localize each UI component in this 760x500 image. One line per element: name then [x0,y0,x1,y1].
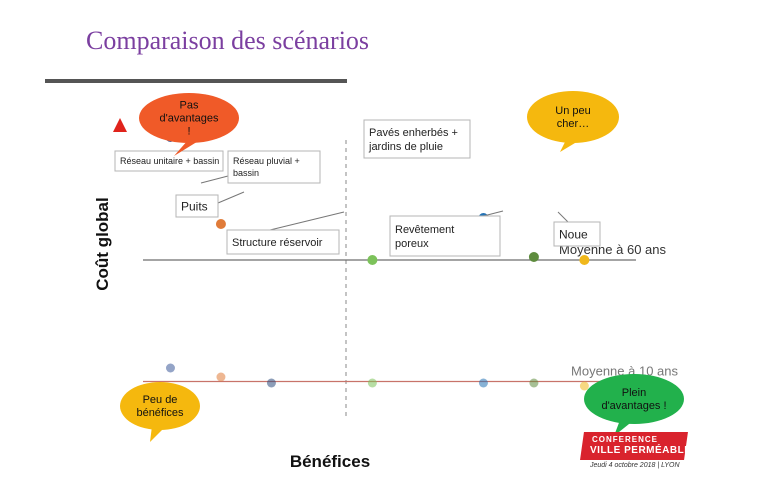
point-60-6 [579,255,590,265]
label-text-1-0: Réseau pluvial + [233,156,300,166]
point-10-0 [165,363,175,373]
point-10-2 [266,378,276,388]
logo-date: Jeudi 4 octobre 2018 | LYON [590,462,680,469]
y-axis-label: Coût global [93,197,112,290]
callout-bubble-0 [139,93,239,143]
callout-tail-1 [560,140,580,152]
slide-title: Comparaison des scénarios [86,26,370,55]
callout-text-0-0: Pas [180,100,199,112]
callout-text-2-0: Peu de [143,394,178,406]
point-60-5 [528,252,539,262]
title-underline [45,79,347,83]
callout-bubble-2 [120,382,200,430]
label-box-1 [227,150,321,184]
callout-text-2-1: bénéfices [136,407,184,419]
label-leader-3 [269,211,345,231]
point-10-5 [529,378,539,388]
label-leader-2 [217,191,245,204]
label-box-2 [175,194,219,218]
callout-bubble-3 [584,374,684,424]
point-10-1 [216,372,226,382]
callout-text-0-2: ! [187,126,190,138]
label-text-0-0: Réseau unitaire + bassin [120,156,219,166]
label-text-6-0: Noue [559,228,588,242]
label-text-2-0: Puits [181,200,208,214]
label-leader-6 [557,211,569,223]
y-axis-arrowhead [113,118,127,132]
label-text-1-1: bassin [233,168,259,178]
label-box-5 [389,215,501,257]
label-box-3 [226,229,340,255]
label-box-4 [363,119,471,159]
point-60-3 [367,255,378,265]
callout-text-3-0: Plein [622,387,646,399]
conference-logo: CONFERENCE VILLE PERMÉABLE Jeudi 4 octob… [580,432,702,470]
callout-text-1-1: cher… [557,118,589,130]
x-axis-label: Bénéfices [290,452,370,471]
label-leader-1 [200,175,229,184]
label-box-0 [114,150,224,172]
callout-text-0-1: d'avantages [160,113,219,125]
logo-line1: CONFERENCE [592,435,659,444]
callout-text-1-0: Un peu [555,105,590,117]
point-10-3 [367,378,377,388]
point-60-1 [215,219,226,229]
callout-tail-0 [174,140,200,156]
label-box-6 [553,221,601,247]
label-text-4-1: jardins de pluie [368,141,443,153]
point-10-4 [478,378,488,388]
mean-10-label: Moyenne à 10 ans [571,364,678,379]
callout-bubble-1 [527,91,619,143]
point-10-6 [579,381,589,391]
callout-tail-2 [150,426,166,442]
label-text-4-0: Pavés enherbés + [369,127,458,139]
label-text-3-0: Structure réservoir [232,237,323,249]
callout-text-3-1: d'avantages ! [601,400,666,412]
label-text-5-1: poreux [395,238,429,250]
logo-line2: VILLE PERMÉABLE [590,445,692,456]
label-text-5-0: Revêtement [395,224,454,236]
